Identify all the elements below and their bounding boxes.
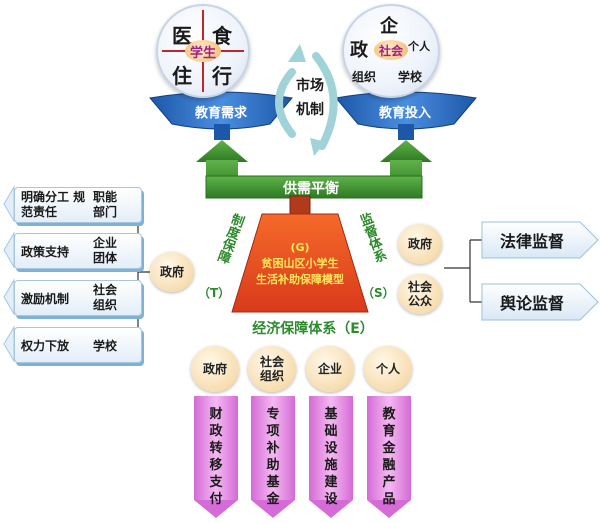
education-investment-label: 教育投入	[378, 106, 431, 121]
left-box-decentralization: 权力下放 学校	[14, 327, 142, 363]
public-opinion-supervision-box: 舆论监督	[499, 294, 564, 313]
left-box-4-side: 学校	[93, 338, 118, 353]
market-arc-right	[312, 52, 338, 150]
left-box-2-main: 政策支持	[21, 244, 70, 259]
supply-demand-balance-label: 供需平衡	[283, 181, 339, 197]
market-mechanism-text: 市场 机制	[290, 74, 330, 122]
market-arrowhead-bottom	[310, 138, 326, 156]
market-arc-left	[275, 68, 296, 138]
public-label: 社会 公众	[407, 280, 432, 308]
left-box-2-side: 企业 团体	[93, 236, 118, 265]
bar-fiscal-transfer-text: 财政转移支付	[209, 407, 223, 507]
economic-guarantee-label: 经济保障体系（E）	[252, 321, 374, 337]
bottom-government-circle: 政府	[191, 346, 239, 392]
social-investment-circle: 企 政 个人 组织 学校 社会	[342, 4, 440, 98]
pyramid-text: (G) 贫困山区小学生 生活补助保障模型	[240, 240, 360, 288]
right-funnel-stem	[398, 124, 414, 140]
left-government-circle: 政府	[150, 252, 194, 292]
left-box-4-main: 权力下放	[21, 338, 70, 353]
bottom-social-org-label: 社会 组织	[259, 355, 284, 383]
left-box-1-side: 职能 部门	[93, 190, 118, 219]
left-box-tip-3	[3, 278, 15, 316]
public-circle: 社会 公众	[398, 274, 442, 314]
left-box-3-main: 激励机制	[21, 291, 70, 306]
institutional-guarantee-tag: （T）	[198, 286, 231, 300]
left-box-tip-1	[3, 185, 15, 223]
bottom-individual-label: 个人	[375, 362, 400, 376]
pyramid-line-2: 生活补助保障模型	[256, 273, 344, 286]
right-connector	[444, 239, 482, 303]
bottom-enterprise-label: 企业	[317, 362, 342, 376]
bar-education-finance-text: 教育金融产品	[382, 407, 396, 507]
left-box-policy-support: 政策支持 企业 团体	[14, 233, 142, 269]
left-box-incentive: 激励机制 社会 组织	[14, 280, 142, 316]
enterprise-label: 企	[380, 16, 398, 37]
left-box-tip-4	[3, 325, 15, 363]
bar-tip-4	[367, 500, 411, 518]
right-box-arrow-1	[481, 221, 599, 259]
bar-special-subsidy-text: 专项补助基金	[266, 407, 280, 507]
right-box-arrow-2	[481, 283, 599, 321]
pyramid-line-1: 贫困山区小学生	[261, 257, 339, 270]
quadrant-medical: 医	[172, 24, 192, 48]
government-label: 政	[350, 40, 368, 61]
left-box-tip-2	[3, 231, 15, 269]
bar-infrastructure-text: 基础设施建设	[324, 407, 338, 507]
bar-special-subsidy: 专项补助基金	[251, 396, 295, 507]
left-box-division-of-labor: 明确分工 规范责任 职能 部门	[14, 187, 142, 223]
left-government-label: 政府	[159, 265, 184, 279]
bar-tip-3	[309, 500, 353, 518]
bottom-government-label: 政府	[202, 362, 227, 376]
bottom-enterprise-circle: 企业	[306, 346, 354, 392]
right-up-arrow	[380, 140, 432, 162]
school-label: 学校	[398, 70, 423, 84]
legal-supervision-box: 法律监督	[499, 232, 564, 251]
student-needs-circle: 医 食 住 行 学生	[156, 4, 250, 98]
market-line-1: 市场	[296, 78, 324, 94]
bottom-individual-circle: 个人	[364, 346, 412, 392]
left-funnel-stem	[214, 124, 230, 140]
left-box-1-main: 明确分工 规范责任	[21, 190, 86, 219]
bar-tip-2	[251, 500, 295, 518]
bar-fiscal-transfer: 财政转移支付	[194, 396, 238, 507]
student-center-label: 学生	[185, 40, 221, 62]
right-government-circle: 政府	[398, 224, 442, 264]
quadrant-travel: 行	[212, 64, 232, 88]
balance-bar	[205, 175, 423, 199]
pyramid	[231, 213, 369, 313]
right-government-label: 政府	[407, 237, 432, 251]
bar-infrastructure: 基础设施建设	[309, 396, 353, 507]
individual-label: 个人	[408, 40, 430, 53]
bar-education-finance: 教育金融产品	[367, 396, 411, 507]
supervision-system-tag: （S）	[362, 286, 395, 300]
bottom-social-org-circle: 社会 组织	[248, 346, 296, 392]
left-box-3-side: 社会 组织	[93, 283, 118, 312]
left-bracket-ticks	[128, 204, 152, 346]
left-up-arrow	[196, 140, 248, 162]
bar-tip-1	[194, 500, 238, 518]
quadrant-food: 食	[212, 24, 232, 48]
education-demand-label: 教育需求	[194, 106, 247, 121]
society-center-label: 社会	[374, 40, 408, 60]
market-line-2: 机制	[296, 102, 324, 118]
quadrant-housing: 住	[172, 64, 192, 88]
market-arrowhead-top	[288, 44, 306, 62]
pyramid-g: (G)	[290, 241, 310, 254]
organization-label: 组织	[352, 70, 377, 84]
